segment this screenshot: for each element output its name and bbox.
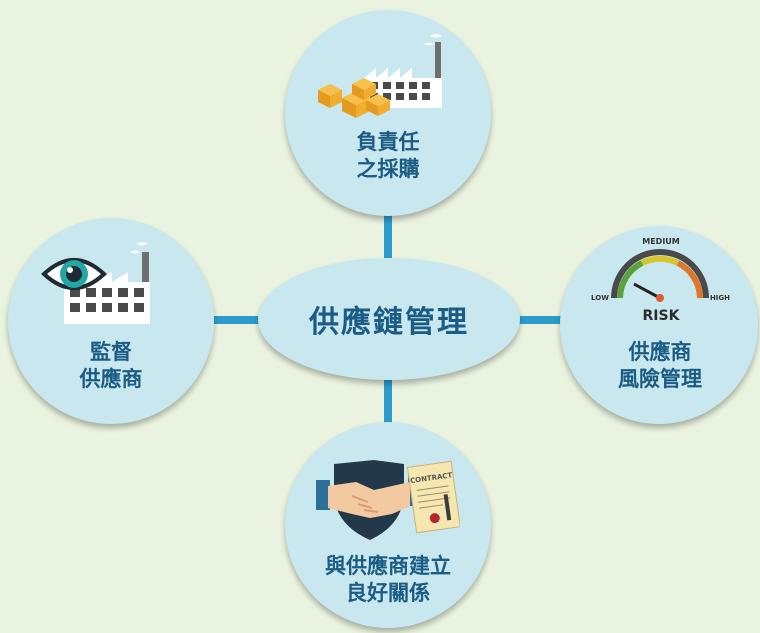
label-line-2: 風險管理: [618, 366, 702, 391]
gauge-label-medium: MEDIUM: [642, 237, 680, 246]
label-line-1: 供應商: [628, 339, 692, 364]
label-line-1: 監督: [90, 339, 132, 364]
factory-with-boxes-icon: [318, 34, 442, 118]
connector-left: [210, 316, 262, 324]
connector-top: [384, 205, 392, 265]
eye-factory-icon: [41, 242, 150, 324]
gauge-label-low: LOW: [591, 294, 609, 302]
gauge-label-risk: RISK: [643, 308, 681, 324]
node-label-responsible-procurement: 負責任 之採購: [325, 128, 451, 182]
node-responsible-procurement: [285, 10, 491, 216]
label-line-1: 與供應商建立: [325, 553, 451, 578]
node-label-supplier-risk-management: 供應商 風險管理: [597, 338, 723, 392]
label-line-1: 負責任: [356, 129, 420, 154]
center-title: 供應鏈管理: [309, 305, 469, 340]
connector-bottom: [384, 375, 392, 435]
label-line-2: 之採購: [356, 156, 420, 181]
label-line-2: 良好關係: [346, 580, 430, 605]
risk-gauge-icon: MEDIUM LOW HIGH RISK: [591, 237, 730, 324]
center-node-supply-chain-management: 供應鏈管理: [258, 258, 520, 380]
label-line-2: 供應商: [79, 366, 143, 391]
node-label-monitor-suppliers: 監督 供應商: [48, 338, 174, 392]
node-label-good-supplier-relationship: 與供應商建立 良好關係: [305, 552, 471, 606]
connector-right: [516, 316, 564, 324]
handshake-contract-icon: CONTRACT: [316, 460, 460, 540]
gauge-label-high: HIGH: [710, 294, 730, 302]
